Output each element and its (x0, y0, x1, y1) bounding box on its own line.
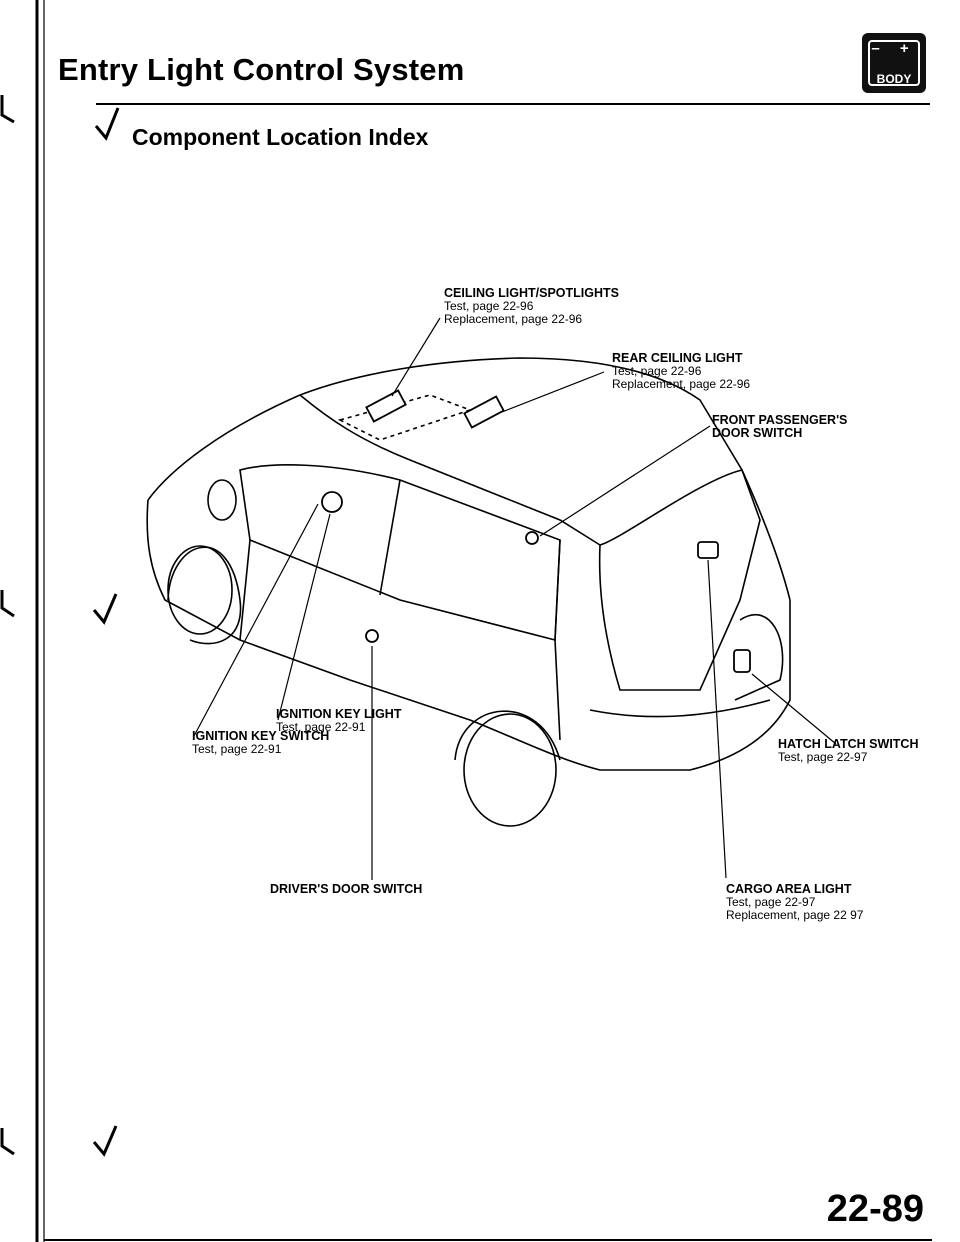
callout-front-passenger-door-switch: FRONT PASSENGER'S DOOR SWITCH (712, 413, 848, 441)
callout-drivers-door-switch: DRIVER'S DOOR SWITCH (270, 882, 423, 896)
badge-label: BODY (876, 72, 912, 86)
callout-rear-ceiling-light-ref-2: Replacement, page 22-96 (612, 376, 751, 391)
rear-ceiling-light-symbol (463, 395, 505, 429)
callout-rear-ceiling-light: REAR CEILING LIGHT Test, page 22-96 Repl… (612, 351, 751, 391)
hatch-latch-switch-symbol (733, 649, 751, 673)
callout-ignition-key-switch-ref-1: Test, page 22-91 (192, 742, 282, 757)
callout-cargo-area-light-name: CARGO AREA LIGHT (726, 882, 852, 896)
callout-ignition-key-light-ref-1: Test, page 22-91 (276, 720, 366, 735)
margin-mark-1 (0, 95, 15, 124)
callout-front-passenger-door-switch-name: FRONT PASSENGER'S (712, 413, 848, 427)
check-mark-3 (92, 1125, 118, 1157)
cargo-area-light-symbol (697, 541, 719, 559)
callout-rear-ceiling-light-name: REAR CEILING LIGHT (612, 351, 743, 365)
margin-mark-3 (0, 1128, 15, 1156)
leader-hatch-latch-switch (751, 673, 837, 745)
callout-ignition-key-switch-name: IGNITION KEY SWITCH (192, 729, 330, 743)
leader-ignition-key-switch (193, 503, 319, 737)
leader-lines (193, 317, 837, 880)
callout-rear-ceiling-light-ref-1: Test, page 22-96 (612, 364, 702, 379)
callout-cargo-area-light-ref-2: Replacement, page 22 97 (726, 907, 864, 922)
leader-ceiling-light (391, 317, 441, 397)
callout-ceiling-light: CEILING LIGHT/SPOTLIGHTS Test, page 22-9… (444, 286, 619, 326)
badge-symbols: – + (871, 40, 917, 57)
component-symbols (321, 389, 751, 673)
callout-drivers-door-switch-name: DRIVER'S DOOR SWITCH (270, 882, 423, 896)
callout-hatch-latch-switch: HATCH LATCH SWITCH Test, page 22-97 (778, 737, 919, 765)
drivers-door-switch-symbol (365, 629, 379, 643)
ignition-key-light-symbol (321, 491, 343, 513)
front-passenger-door-switch-symbol (525, 531, 539, 545)
callout-cargo-area-light-ref-1: Test, page 22-97 (726, 895, 816, 910)
leader-ignition-key-light (277, 513, 331, 721)
page-number: 22-89 (826, 1188, 924, 1230)
ceiling-light-symbol (365, 389, 407, 423)
callout-ceiling-light-ref-1: Test, page 22-96 (444, 299, 534, 314)
callout-ignition-key-light-name: IGNITION KEY LIGHT (276, 707, 402, 721)
callout-ignition-key-switch: IGNITION KEY SWITCH Test, page 22-91 (192, 729, 330, 757)
margin-mark-2 (0, 590, 15, 618)
callout-ceiling-light-name: CEILING LIGHT/SPOTLIGHTS (444, 286, 619, 300)
check-mark-1 (94, 107, 120, 141)
callout-ignition-key-light: IGNITION KEY LIGHT Test, page 22-91 (276, 707, 402, 735)
leader-front-passenger-door-switch (539, 425, 711, 537)
page-title: Entry Light Control System (58, 52, 465, 87)
callout-hatch-latch-switch-name: HATCH LATCH SWITCH (778, 737, 919, 751)
callout-hatch-latch-switch-ref-1: Test, page 22-97 (778, 750, 868, 765)
check-mark-2 (92, 593, 118, 625)
section-title: Component Location Index (132, 124, 429, 150)
callout-front-passenger-door-switch-name-2: DOOR SWITCH (712, 426, 803, 441)
callout-cargo-area-light: CARGO AREA LIGHT Test, page 22-97 Replac… (726, 882, 864, 922)
car-illustration (146, 357, 791, 827)
leader-cargo-area-light (707, 559, 727, 879)
callout-ceiling-light-ref-2: Replacement, page 22-96 (444, 311, 583, 326)
leader-rear-ceiling-light (501, 371, 605, 413)
battery-icon (868, 40, 920, 86)
body-section-badge: – + BODY (862, 33, 926, 93)
